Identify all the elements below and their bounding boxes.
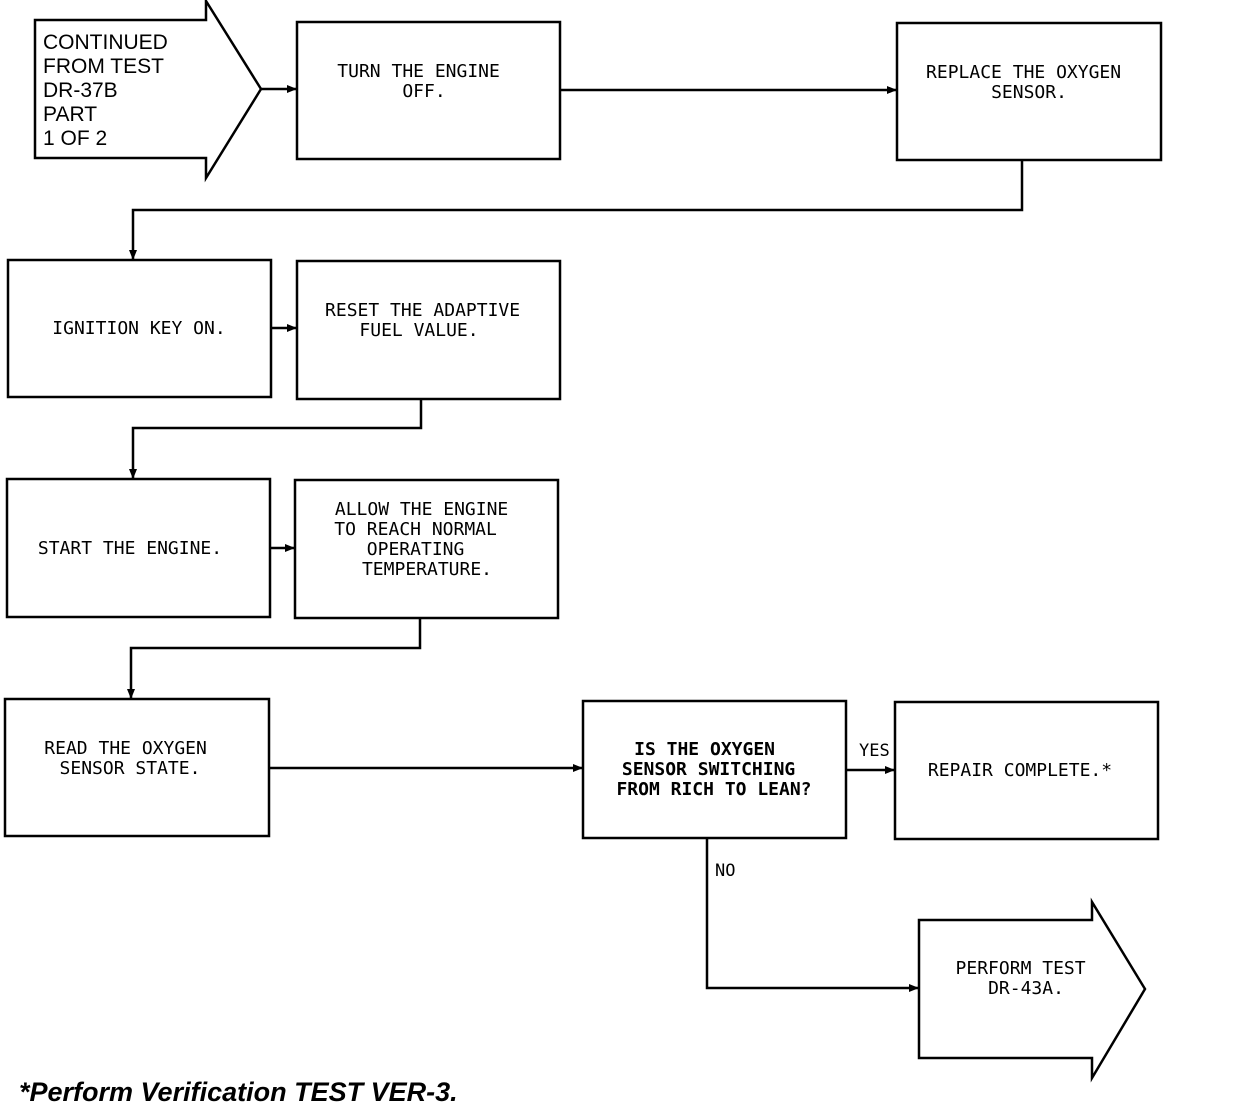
step-repair-complete: REPAIR COMPLETE.* [893,700,1160,841]
connector [129,399,423,479]
entry-line: DR-37B [43,79,118,102]
entry-line: PART [43,103,97,126]
no-label: NO [715,861,735,881]
step-text: RESET THE ADAPTIVE FUEL VALUE. [325,300,531,341]
yes-label: YES [859,741,890,761]
step-start-engine: START THE ENGINE. [5,477,272,619]
step-text: START THE ENGINE. [38,538,222,559]
footnote: *Perform Verification TEST VER-3. [19,1077,458,1107]
exit-arrow: PERFORM TEST DR-43A. [917,897,1147,1083]
step-text: TURN THE ENGINE OFF. [337,61,510,102]
entry-arrow: CONTINUED FROM TEST DR-37B PART 1 OF 2 [33,0,263,183]
step-reset-adaptive-fuel: RESET THE ADAPTIVE FUEL VALUE. [295,259,562,401]
step-replace-oxygen-sensor: REPLACE THE OXYGEN SENSOR. [895,21,1163,162]
step-turn-engine-off: TURN THE ENGINE OFF. [295,20,562,161]
step-read-oxygen-sensor: READ THE OXYGEN SENSOR STATE. [3,697,271,838]
step-text: REPAIR COMPLETE.* [928,760,1112,781]
decision-text: IS THE OXYGEN SENSOR SWITCHING FROM RICH… [616,739,811,800]
connector [127,618,422,699]
no-connector [705,838,919,992]
step-text: ALLOW THE ENGINE TO REACH NORMAL OPERATI… [334,499,519,580]
step-ignition-key-on: IGNITION KEY ON. [6,258,273,399]
step-text: READ THE OXYGEN SENSOR STATE. [44,738,217,779]
entry-text: CONTINUED FROM TEST DR-37B PART 1 OF 2 [43,31,174,150]
decision-sensor-switching: IS THE OXYGEN SENSOR SWITCHING FROM RICH… [581,699,848,840]
step-normal-operating-temp: ALLOW THE ENGINE TO REACH NORMAL OPERATI… [293,478,560,620]
entry-line: CONTINUED [43,31,168,54]
exit-text: PERFORM TEST DR-43A. [956,958,1097,999]
step-text: REPLACE THE OXYGEN SENSOR. [926,62,1132,103]
connector [129,160,1024,260]
step-text: IGNITION KEY ON. [52,318,225,339]
entry-line: 1 OF 2 [43,127,107,150]
entry-line: FROM TEST [43,55,164,78]
